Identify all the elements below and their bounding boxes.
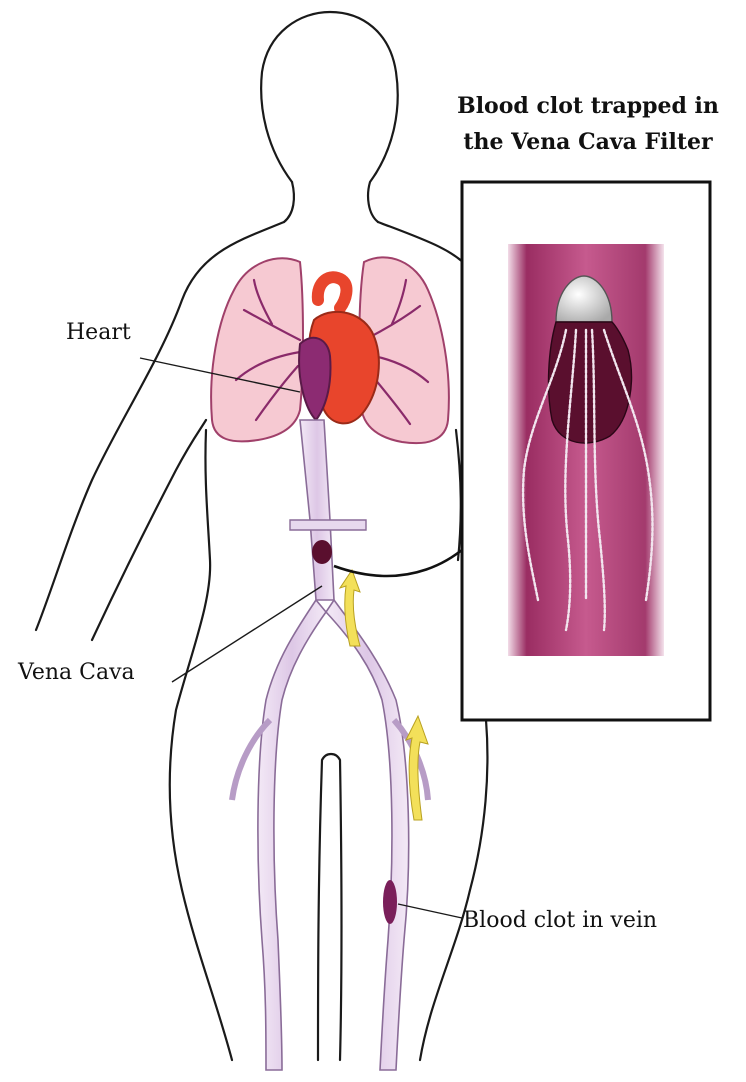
head-outline (261, 12, 398, 222)
right-hip (420, 720, 487, 1060)
right-torso (456, 430, 461, 560)
flow-arrow-upper (340, 570, 360, 646)
trapped-clot (549, 322, 632, 443)
heart-label: Heart (66, 320, 131, 345)
neck-left (284, 182, 294, 222)
aorta (318, 277, 347, 308)
renal-veins (290, 520, 366, 530)
right-iliac-vein (326, 600, 409, 1070)
vena-cava (300, 420, 334, 600)
inset-title-line2: the Vena Cava Filter (438, 124, 738, 160)
clot-leader-line (398, 904, 462, 918)
vein-blood-clot (383, 880, 397, 924)
vein-clot-label: Blood clot in vein (463, 908, 657, 933)
inset-title: Blood clot trapped in the Vena Cava Filt… (438, 88, 738, 160)
left-torso (170, 430, 232, 1060)
left-iliac-vein (258, 600, 326, 1070)
left-inner-leg (318, 754, 342, 1060)
filter-clot-marker (312, 540, 332, 564)
inset-panel (462, 182, 710, 720)
inset-title-line1: Blood clot trapped in (438, 88, 738, 124)
vein-system (232, 420, 428, 1070)
vena-cava-label: Vena Cava (18, 660, 135, 685)
left-inner-arm (92, 420, 206, 640)
left-lung (211, 258, 303, 441)
